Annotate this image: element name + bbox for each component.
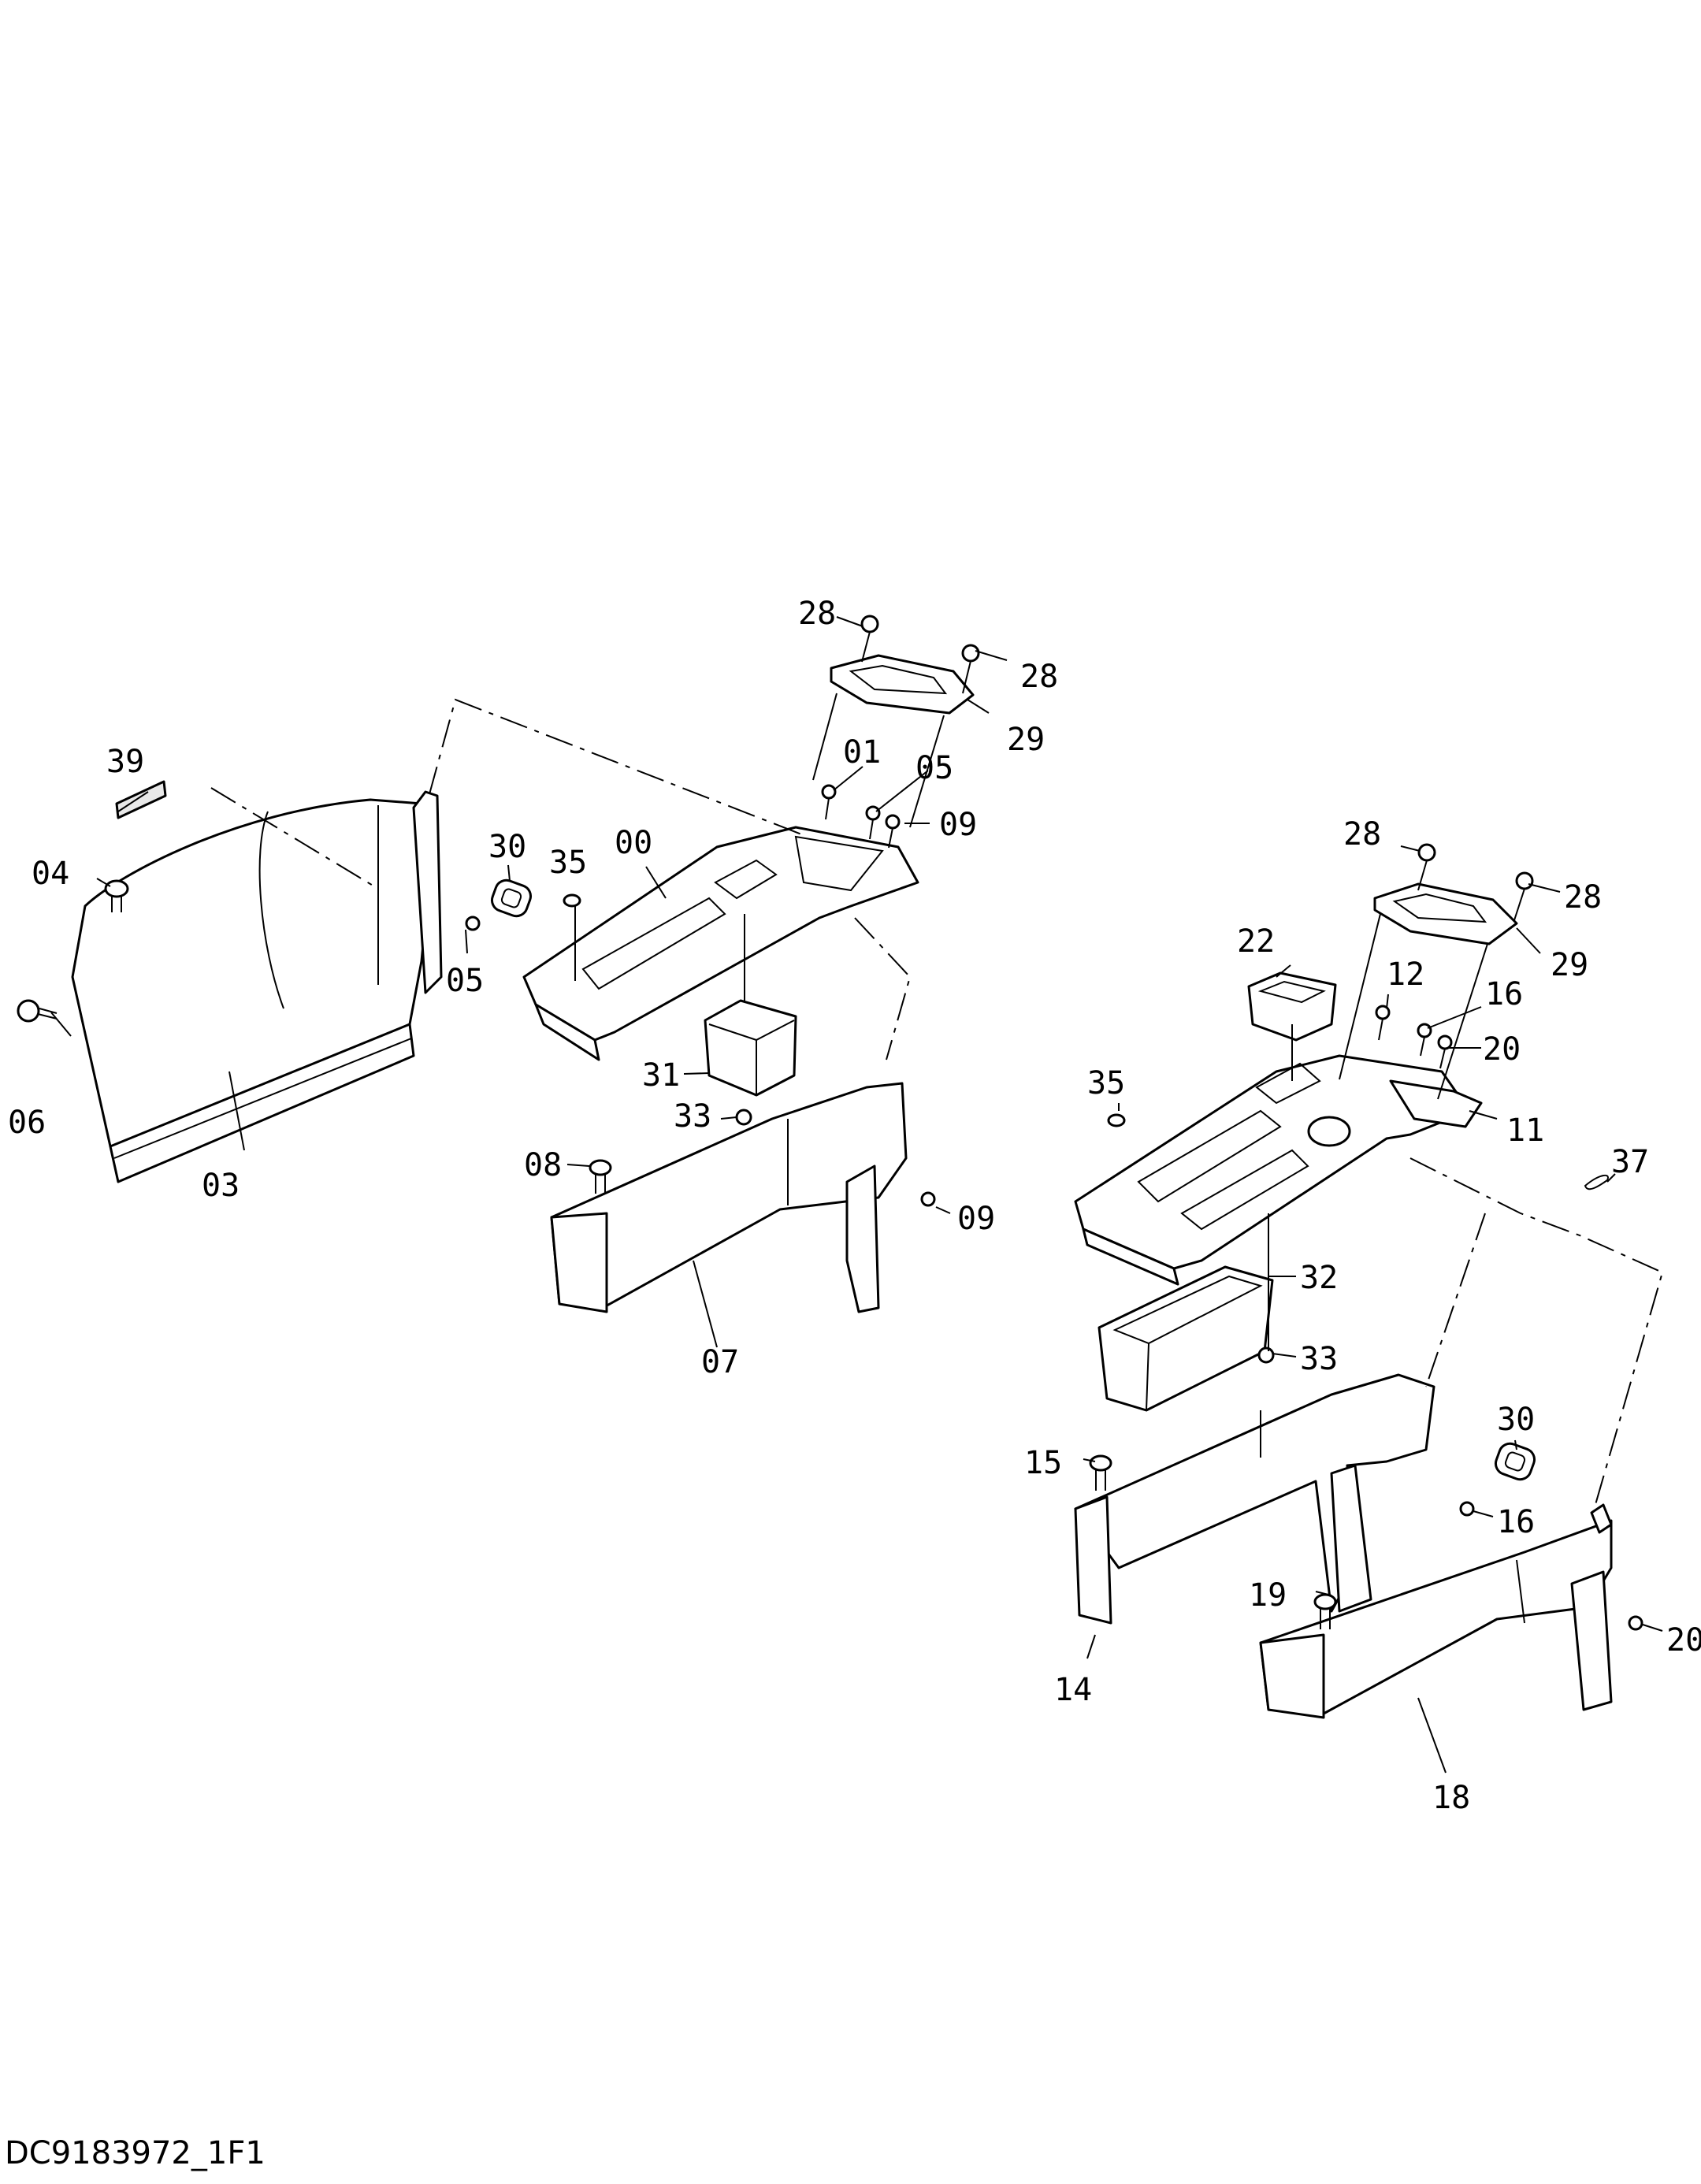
part-09-screw-lower <box>920 1191 936 1207</box>
callout-14: 14 <box>1054 1672 1092 1708</box>
part-30-grommet-right <box>1494 1442 1536 1481</box>
part-39-decal <box>115 780 167 819</box>
drawing-id: DC9183972_1F1 <box>5 2135 266 2171</box>
callout-33: 33 <box>1300 1341 1338 1377</box>
callout-35: 35 <box>1087 1065 1125 1101</box>
part-03-left-side-panel <box>71 790 443 1183</box>
assembly-line-right-2 <box>1425 1213 1486 1387</box>
callout-29: 29 <box>1551 947 1588 983</box>
callout-09: 09 <box>957 1201 995 1237</box>
part-29-bezel-left <box>830 654 975 715</box>
callout-37: 37 <box>1611 1144 1649 1180</box>
screws-right <box>1107 843 1534 1364</box>
callout-01: 01 <box>843 734 881 771</box>
callout-22: 22 <box>1237 923 1275 960</box>
callout-31: 31 <box>642 1057 680 1094</box>
callout-29: 29 <box>1007 722 1045 758</box>
callout-00: 00 <box>615 825 652 861</box>
callout-28: 28 <box>1564 879 1602 916</box>
callout-05: 05 <box>915 750 953 786</box>
callout-05: 05 <box>446 963 484 999</box>
part-07-lower-cover-left <box>550 1082 908 1313</box>
callout-33: 33 <box>674 1098 711 1135</box>
part-15-clip <box>1089 1454 1112 1491</box>
part-35-plug-left <box>563 893 581 908</box>
part-console-right <box>1074 1054 1483 1286</box>
part-05-screw-left <box>465 916 481 931</box>
assembly-line-left-1 <box>429 698 804 836</box>
callout-16: 16 <box>1485 976 1523 1012</box>
part-30-grommet-left <box>490 878 533 918</box>
part-00-console-left <box>522 826 919 1061</box>
screws-top-left <box>821 615 980 849</box>
callout-30: 30 <box>1497 1402 1535 1438</box>
callout-20: 20 <box>1483 1031 1521 1068</box>
part-18-lower-cover <box>1259 1503 1613 1719</box>
part-14-lower-cover <box>1074 1373 1435 1625</box>
callout-04: 04 <box>32 856 69 892</box>
assembly-line-left-2 <box>210 787 912 1060</box>
callout-28: 28 <box>1343 816 1381 852</box>
part-20-screw-lower <box>1628 1615 1643 1631</box>
part-08-clip <box>589 1159 612 1194</box>
callout-39: 39 <box>106 744 144 780</box>
assembly-line-right-3 <box>1268 913 1488 1351</box>
callout-30: 30 <box>488 829 526 865</box>
callout-20: 20 <box>1666 1622 1701 1658</box>
part-06-bolt <box>17 999 58 1023</box>
assembly-line-right-1 <box>1409 1157 1664 1514</box>
part-32-tray <box>1097 1265 1274 1412</box>
callout-15: 15 <box>1024 1445 1062 1481</box>
callout-11: 11 <box>1506 1112 1544 1149</box>
callout-09: 09 <box>939 807 977 843</box>
callout-32: 32 <box>1300 1260 1338 1296</box>
part-37-clip <box>1584 1174 1609 1190</box>
part-16-screw-lower <box>1459 1501 1475 1517</box>
callout-18: 18 <box>1432 1780 1470 1816</box>
part-04-clip <box>104 879 129 912</box>
callout-labels: 28 28 29 01 05 09 39 04 06 03 30 05 35 0… <box>8 596 1701 1816</box>
callout-06: 06 <box>8 1105 46 1141</box>
part-31-storage-box <box>704 999 797 1097</box>
callout-28: 28 <box>1020 659 1058 695</box>
callout-leaders <box>50 616 1663 1774</box>
callout-35: 35 <box>549 845 587 881</box>
callout-03: 03 <box>202 1168 240 1204</box>
callout-16: 16 <box>1497 1504 1535 1540</box>
callout-12: 12 <box>1387 956 1424 993</box>
callout-07: 07 <box>701 1344 739 1380</box>
callout-28: 28 <box>798 596 836 632</box>
callout-19: 19 <box>1249 1577 1287 1614</box>
callout-08: 08 <box>524 1147 562 1183</box>
part-33-screw-left <box>735 1109 752 1126</box>
part-29-bezel-right <box>1373 882 1518 945</box>
